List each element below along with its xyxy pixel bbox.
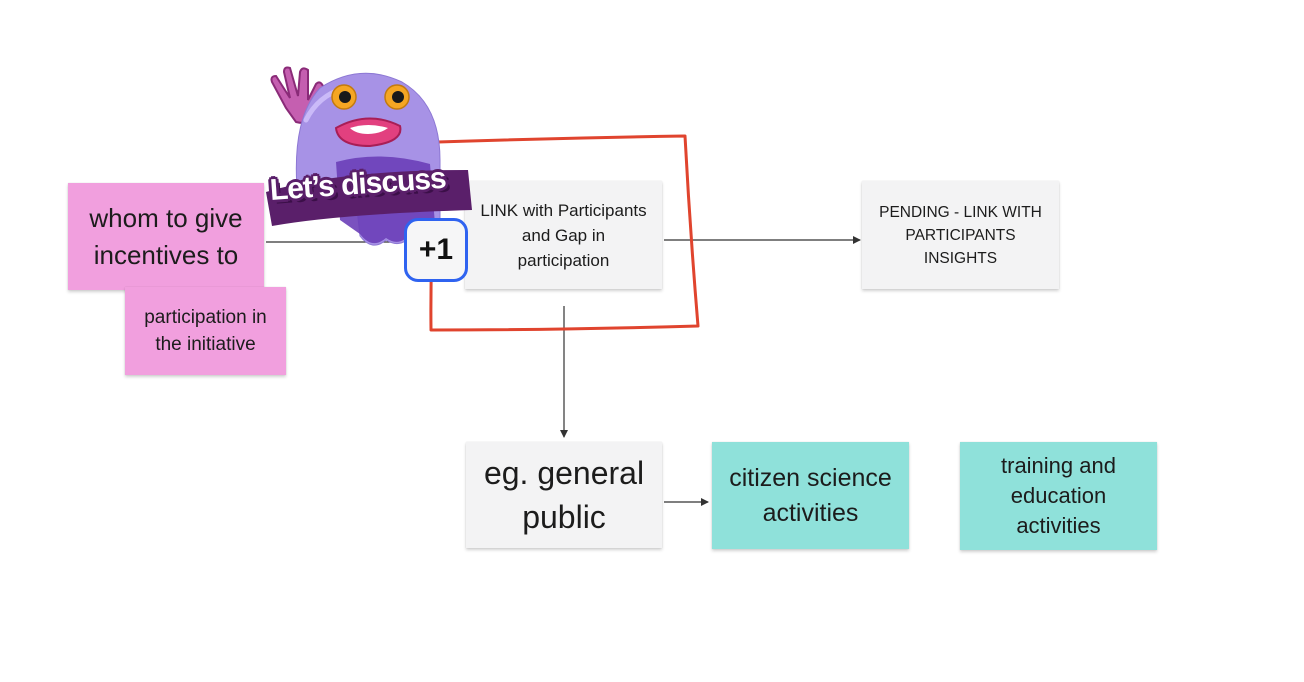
plus-one-vote-badge[interactable]: +1 bbox=[404, 218, 468, 282]
note-text: citizen science activities bbox=[729, 463, 892, 527]
sticky-note-general-public[interactable]: eg. general public bbox=[466, 442, 662, 548]
sticky-note-whom-to-give-incentives[interactable]: whom to give incentives to bbox=[68, 183, 264, 290]
note-text: LINK with Participants and Gap in partic… bbox=[480, 200, 647, 270]
sticky-note-citizen-science[interactable]: citizen science activities bbox=[712, 442, 909, 549]
note-text: eg. general public bbox=[483, 455, 645, 535]
note-text: whom to give incentives to bbox=[89, 202, 243, 270]
sticky-note-participation[interactable]: participation in the initiative bbox=[125, 287, 286, 375]
sticky-note-link-participants[interactable]: LINK with Participants and Gap in partic… bbox=[465, 181, 662, 289]
monster-eyes-icon bbox=[331, 84, 410, 110]
monster-mouth-icon bbox=[334, 117, 402, 148]
sticky-note-training-education[interactable]: training and education activities bbox=[960, 442, 1157, 550]
badge-label: +1 bbox=[418, 233, 454, 266]
note-text: participation in the initiative bbox=[144, 307, 267, 355]
note-text: training and education activities bbox=[1001, 453, 1116, 538]
freehand-highlight-stroke[interactable] bbox=[429, 134, 700, 332]
waving-blob-monster-sticker-icon[interactable] bbox=[266, 66, 472, 246]
note-text: PENDING - LINK WITH PARTICIPANTS INSIGHT… bbox=[879, 203, 1042, 267]
sticky-note-pending-link[interactable]: PENDING - LINK WITH PARTICIPANTS INSIGHT… bbox=[862, 181, 1059, 289]
